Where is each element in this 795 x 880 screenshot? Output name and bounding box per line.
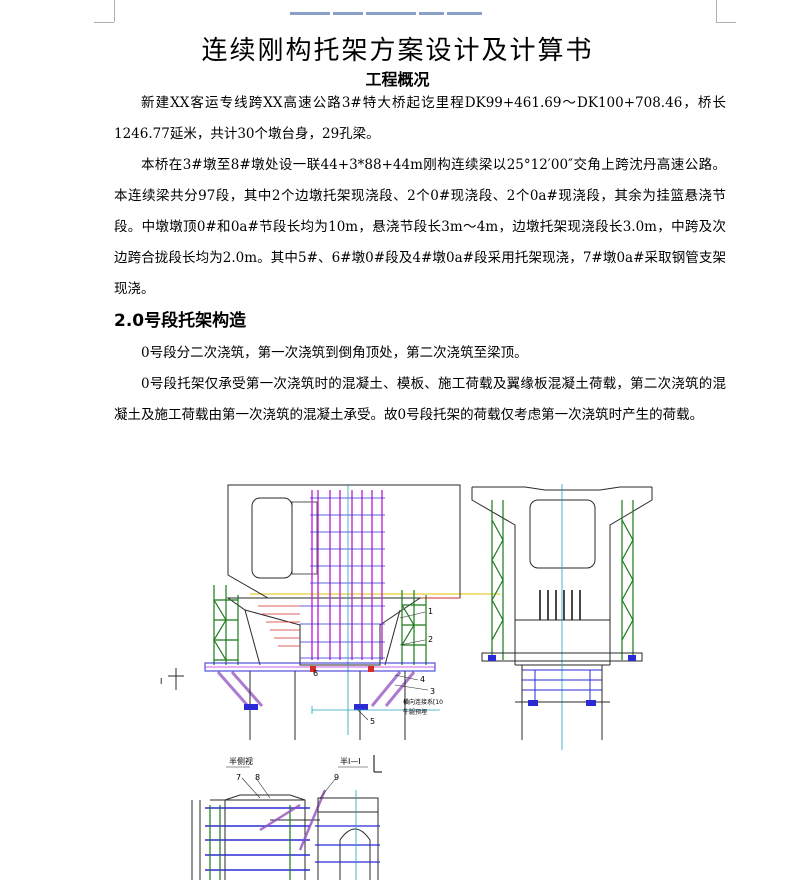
callout-6: 6 <box>313 669 318 678</box>
callout-2: 2 <box>428 635 433 644</box>
crop-mark-top-right-h <box>716 22 736 23</box>
section-mark-label: I <box>160 677 162 686</box>
crop-mark-top-left <box>114 0 115 22</box>
crop-mark-top-left-h <box>94 22 114 23</box>
paragraph-bracket-1: 0号段分二次浇筑，第一次浇筑到倒角顶处，第二次浇筑至梁顶。 <box>141 345 528 361</box>
document-title: 连续刚构托架方案设计及计算书 <box>201 36 594 66</box>
header-strip <box>290 0 490 15</box>
callout-4: 4 <box>420 675 425 684</box>
callout-9: 9 <box>334 773 339 782</box>
callout-3: 3 <box>430 687 435 696</box>
view-label-half-side: 半侧视 <box>229 756 253 766</box>
callout-7: 7 <box>236 773 241 782</box>
callout-5: 5 <box>370 717 375 726</box>
callout-8: 8 <box>255 773 260 782</box>
callout-1: 1 <box>428 607 433 616</box>
lower-detail-views: 半侧视 半I—I <box>191 755 382 880</box>
crop-mark-top-right <box>716 0 717 22</box>
note-lateral-bracing: 横向连接系[10 <box>403 698 443 706</box>
note-embedded: 牛腿预埋 <box>403 708 427 716</box>
section-heading-bracket: 2.0号段托架构造 <box>114 311 247 331</box>
paragraph-overview-2: 本桥在3#墩至8#墩处设一联44+3*88+44m刚构连续梁以25°12′00″… <box>114 157 726 297</box>
paragraph-bracket-2: 0号段托架仅承受第一次浇筑时的混凝土、模板、施工荷载及翼缘板混凝土荷载，第二次浇… <box>114 376 726 423</box>
right-cross-section-view <box>471 484 653 750</box>
left-elevation-view: I 1 2 3 4 5 6 横向连接系[10 牛腿预埋 <box>160 484 461 740</box>
paragraph-overview-1: 新建XX客运专线跨XX高速公路3#特大桥起讫里程DK99+461.69～DK10… <box>114 95 726 142</box>
view-label-half-section: 半I—I <box>340 756 361 766</box>
section-heading-overview: 工程概况 <box>365 70 430 89</box>
